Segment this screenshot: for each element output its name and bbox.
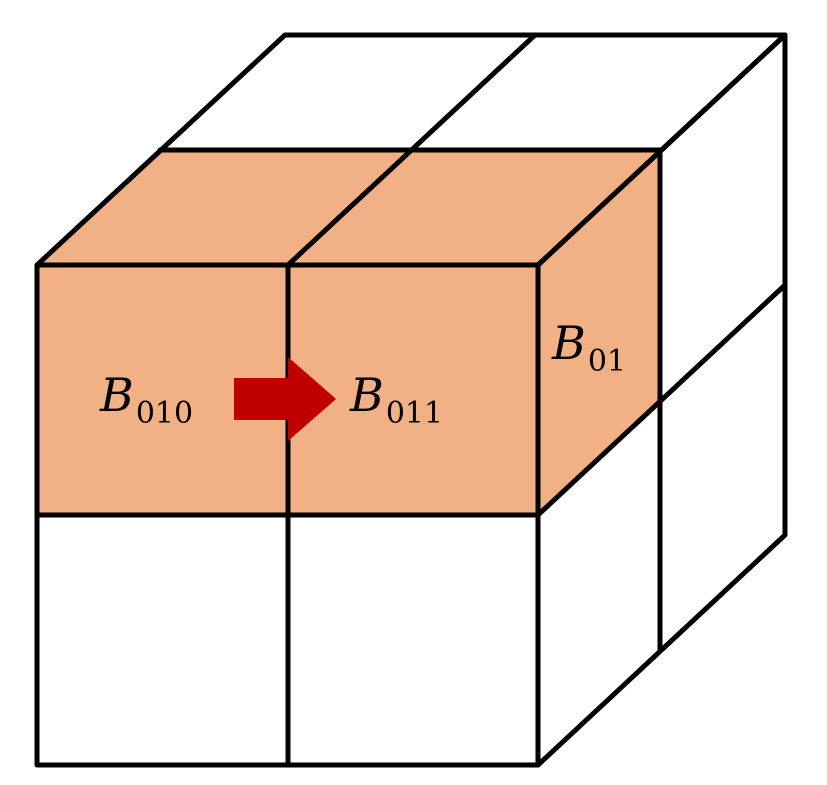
label-b010: B010 [100, 368, 194, 431]
top-face-mid-width [285, 32, 538, 268]
right-arrow-icon [234, 357, 336, 441]
label-b01: B01 [552, 316, 626, 379]
right-face-mid-horizontal [535, 282, 788, 518]
b01-side-face [538, 150, 660, 515]
label-b011: B011 [350, 368, 444, 431]
